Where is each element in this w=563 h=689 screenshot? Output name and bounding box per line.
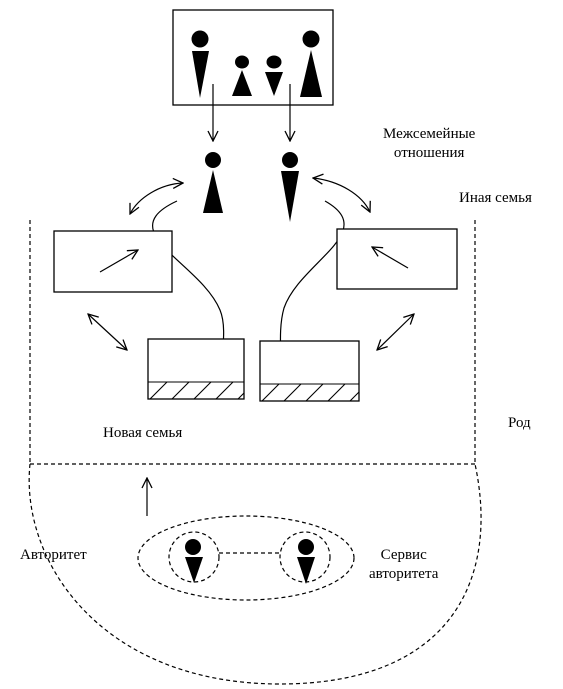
female-figure-icon	[232, 55, 252, 96]
other-family-label: Иная семья	[459, 190, 532, 206]
authority-service-outer-ellipse	[137, 515, 355, 601]
relation-arrow	[377, 314, 414, 350]
family-box	[336, 228, 458, 290]
relation-arrow	[130, 183, 183, 214]
authority-circle	[168, 531, 220, 583]
source-family-box	[172, 9, 334, 106]
male-figure-icon	[191, 30, 209, 98]
family-box	[53, 230, 173, 293]
authority-label: Авторитет	[20, 547, 87, 563]
male-figure-icon	[265, 55, 283, 96]
intrafamily-relations-label: Межсемейные отношения	[383, 126, 476, 161]
authority-circle	[279, 531, 331, 583]
new-family-box	[259, 340, 360, 402]
relation-arrow	[313, 178, 370, 212]
new-family-box	[147, 338, 245, 400]
move-arrow	[280, 200, 345, 358]
female-figure-icon	[203, 152, 223, 213]
male-figure-icon	[281, 152, 299, 222]
female-figure-icon	[300, 30, 322, 97]
male-figure-icon	[297, 539, 315, 584]
move-arrow	[151, 200, 224, 358]
male-figure-icon	[185, 539, 203, 583]
clan-label: Род	[508, 415, 531, 431]
new-family-label: Новая семья	[103, 425, 183, 441]
authority-service-label: Сервис авторитета	[369, 547, 439, 582]
relation-arrow	[88, 314, 127, 350]
